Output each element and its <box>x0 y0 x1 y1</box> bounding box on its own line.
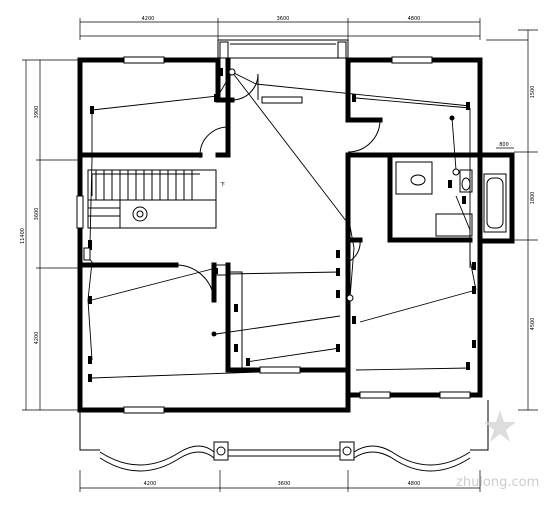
staircase: 下 <box>87 169 225 229</box>
electrical-fixtures <box>83 68 476 382</box>
dimension-labels: 4200 3600 4800 4200 3600 4800 3900 3600 … <box>20 16 536 487</box>
left-dim-2: 3600 <box>34 208 40 221</box>
watermark: zhulong.com <box>456 410 539 490</box>
left-dim-1: 3900 <box>34 106 40 119</box>
windows <box>76 56 471 414</box>
top-dim-2: 3600 <box>277 16 290 22</box>
bottom-bay-balcony <box>79 400 489 472</box>
right-dim-3: 4500 <box>530 318 536 331</box>
bottom-dim-1: 4200 <box>144 481 157 487</box>
overall-left-dim: 11400 <box>20 228 26 244</box>
top-dim-3: 4800 <box>408 16 421 22</box>
stair-down-label: 下 <box>220 182 225 188</box>
right-dim-1: 1500 <box>530 86 536 99</box>
bottom-dim-3: 4800 <box>408 481 421 487</box>
bathroom-annex <box>395 152 515 244</box>
left-dim-3: 4200 <box>34 332 40 345</box>
right-dim-2: 1800 <box>530 192 536 205</box>
top-dim-1: 4200 <box>142 16 155 22</box>
top-balcony <box>217 39 349 59</box>
door-swings <box>175 73 381 301</box>
wiring-lines <box>83 71 477 379</box>
small-dim: 800 <box>499 142 509 148</box>
watermark-text: zhulong.com <box>456 475 539 490</box>
bottom-dim-2: 3600 <box>278 481 291 487</box>
dimension-lines <box>22 18 538 492</box>
walls <box>77 57 483 413</box>
